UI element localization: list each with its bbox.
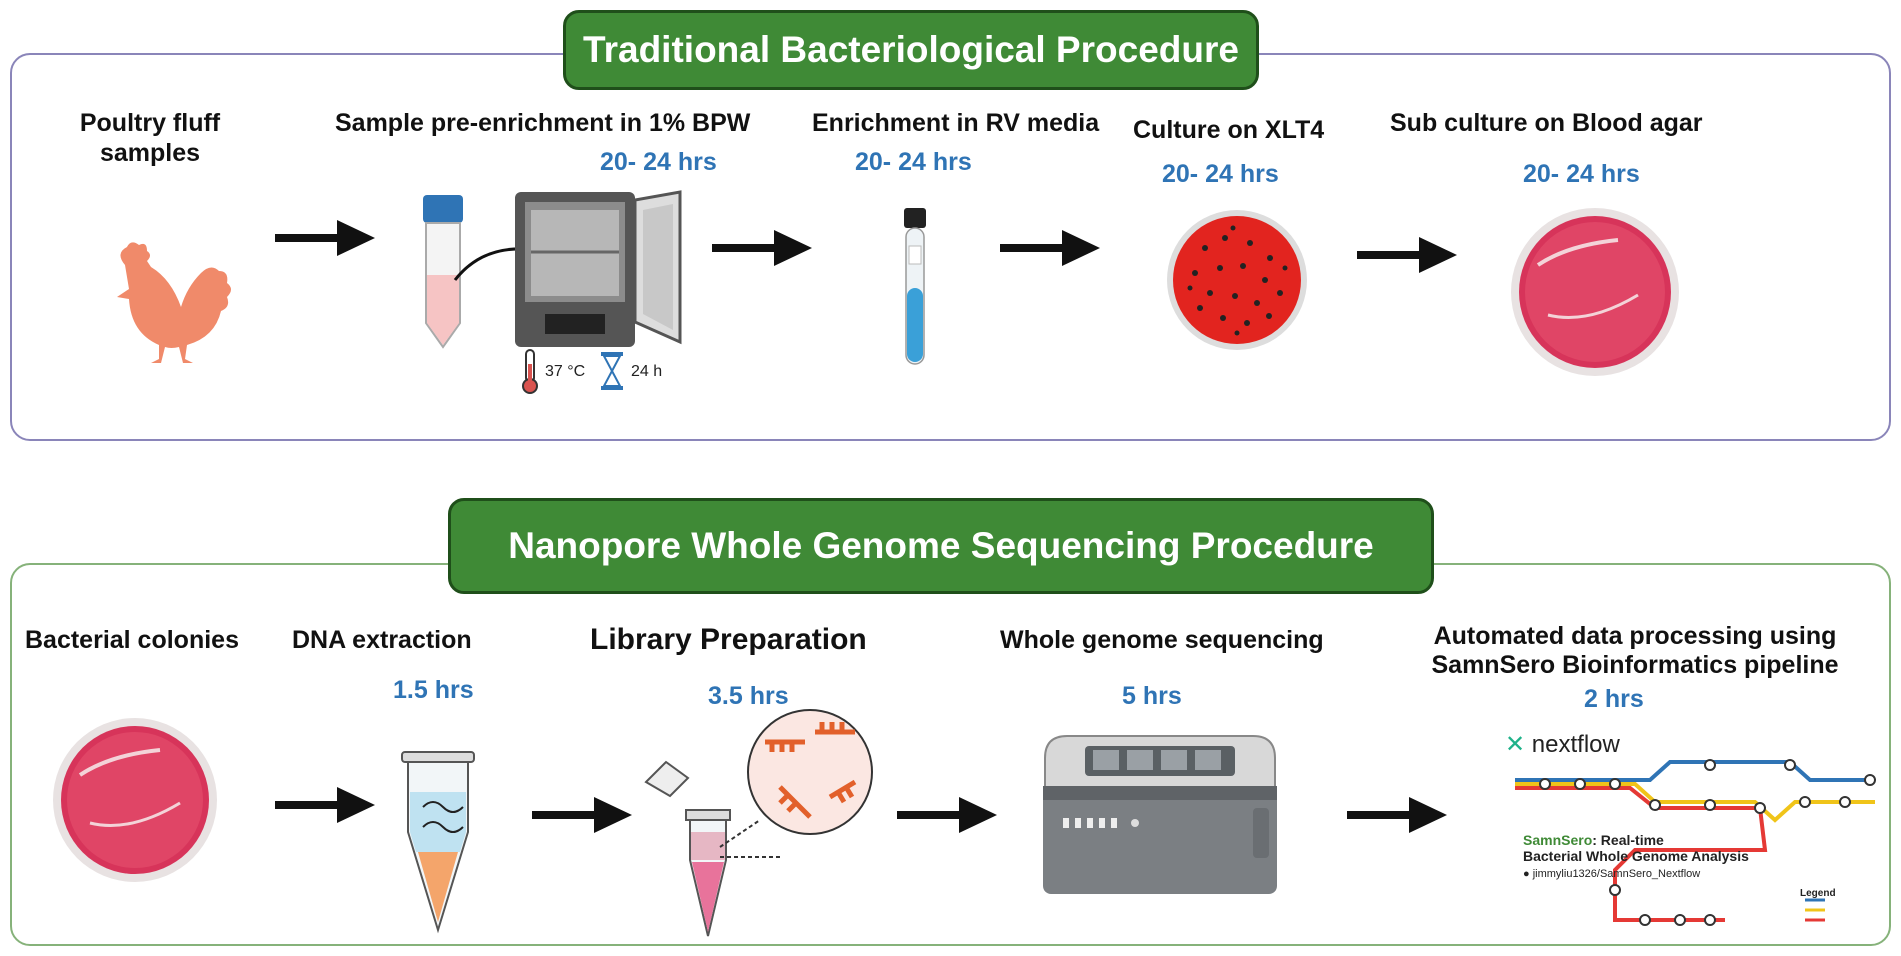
step-pre-enrichment-duration: 20- 24 hrs [600, 148, 717, 176]
nextflow-logo: ✕ nextflow [1505, 731, 1620, 758]
traditional-procedure-title: Traditional Bacteriological Procedure [563, 10, 1259, 90]
arrow-icon [275, 787, 375, 823]
step-bacterial-colonies-label: Bacterial colonies [25, 626, 239, 654]
step-automated-processing-duration: 2 hrs [1584, 685, 1644, 713]
hourglass-icon [601, 352, 623, 390]
arrow-icon [1347, 797, 1447, 833]
blood-agar-petri-dish-icon [1511, 208, 1679, 376]
pipeline-repo-link[interactable]: ● jimmyliu1326/SamnSero_Nextflow [1523, 868, 1701, 880]
arrow-icon [532, 797, 632, 833]
library-preparation-icon [644, 709, 873, 937]
incubator-icon [515, 190, 682, 347]
step-xlt4-culture-label: Culture on XLT4 [1133, 116, 1325, 144]
pipeline-title: SamnSero: Real-time Bacterial Whole Geno… [1523, 832, 1749, 864]
step-blood-agar-label: Sub culture on Blood agar [1390, 109, 1703, 137]
step-blood-agar-duration: 20- 24 hrs [1523, 160, 1640, 188]
time-text: 24 h [631, 363, 663, 380]
arrow-icon [275, 220, 375, 256]
falcon-tube-icon [423, 195, 463, 349]
bacterial-colonies-petri-dish-icon [53, 718, 217, 882]
github-icon: ● [1523, 868, 1530, 880]
xlt4-petri-dish-icon [1167, 210, 1307, 350]
temperature-text: 37 °C [545, 363, 586, 380]
arrow-icon [712, 230, 812, 266]
nextflow-x-icon: ✕ [1505, 731, 1526, 758]
thermometer-icon [522, 349, 538, 394]
pipeline-legend-title: Legend [1800, 888, 1836, 899]
arrow-icon [1357, 237, 1457, 273]
chicken-icon [117, 242, 231, 363]
step-rv-enrichment-label: Enrichment in RV media [812, 109, 1100, 137]
step-pre-enrichment-label: Sample pre-enrichment in 1% BPW [335, 109, 751, 137]
arrow-icon [1000, 230, 1100, 266]
step-dna-extraction-label: DNA extraction [292, 626, 472, 654]
step-xlt4-culture-duration: 20- 24 hrs [1162, 160, 1279, 188]
step-dna-extraction-duration: 1.5 hrs [393, 676, 474, 704]
nanopore-procedure-title: Nanopore Whole Genome Sequencing Procedu… [448, 498, 1434, 594]
step-whole-genome-sequencing-label: Whole genome sequencing [1000, 626, 1324, 654]
test-tube-icon [904, 208, 926, 365]
pipeline-metro-map-icon [1515, 759, 1876, 926]
dna-tube-icon [401, 751, 475, 934]
step-library-preparation-label: Library Preparation [590, 623, 867, 656]
step-library-preparation-duration: 3.5 hrs [708, 682, 789, 710]
sequencer-device-icon [1043, 735, 1277, 894]
arrow-icon [897, 797, 997, 833]
step-rv-enrichment-duration: 20- 24 hrs [855, 148, 972, 176]
step-whole-genome-sequencing-duration: 5 hrs [1122, 682, 1182, 710]
